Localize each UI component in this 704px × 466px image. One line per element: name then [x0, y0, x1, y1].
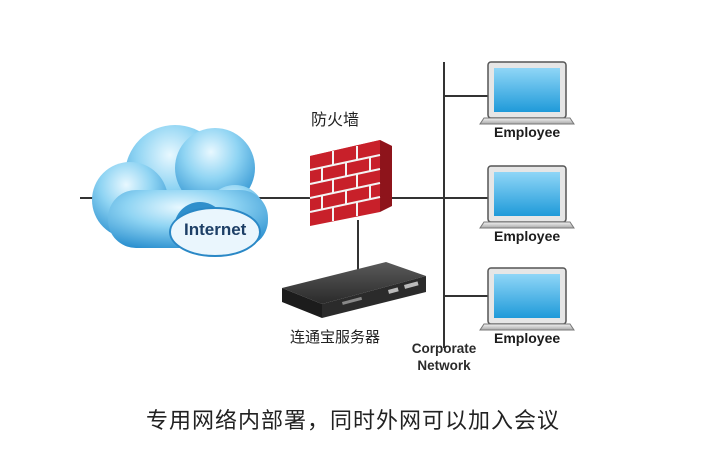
corporate-network-label-line1: Corporate [411, 341, 477, 356]
laptop-icon [479, 165, 575, 229]
laptop-icon [479, 267, 575, 331]
employee-label: Employee [494, 330, 561, 346]
firewall-icon [309, 140, 392, 226]
corporate-network-label-line2: Network [417, 358, 471, 373]
internet-label: Internet [184, 220, 247, 239]
cloud-icon [92, 125, 268, 257]
firewall-label: 防火墙 [311, 110, 360, 129]
employee-label: Employee [494, 124, 561, 140]
laptop-icon [479, 61, 575, 125]
server-label: 连通宝服务器 [290, 328, 381, 346]
server-icon [282, 262, 426, 318]
corporate-network-label: Corporate Network [403, 340, 485, 374]
caption-text: 专用网络内部署，同时外网可以加入会议 [146, 409, 561, 434]
employee-label: Employee [494, 228, 561, 244]
